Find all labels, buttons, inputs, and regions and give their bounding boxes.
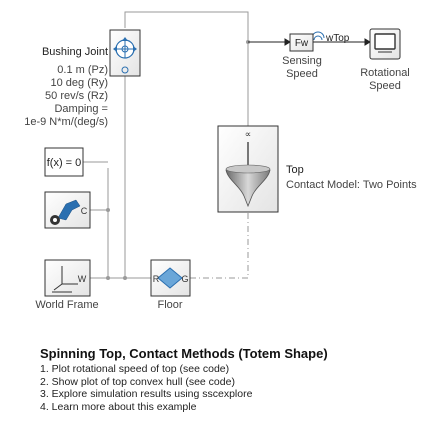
floor-diamond-icon xyxy=(157,267,183,289)
description-title: Spinning Top, Contact Methods (Totem Sha… xyxy=(40,346,328,361)
signal-logging-icon xyxy=(311,31,325,41)
world-frame-block[interactable]: W xyxy=(44,259,91,297)
sensing-speed-label-line2: Speed xyxy=(286,68,318,80)
floor-port-r-label: R xyxy=(153,274,160,284)
bushing-param-pz: 0.1 m (Pz) xyxy=(57,64,108,76)
solver-configuration-block[interactable]: f(x) = 0 xyxy=(44,147,84,177)
bushing-param-rz: 50 rev/s (Rz) xyxy=(45,90,108,102)
sensing-icon-text: Fw xyxy=(295,38,309,49)
description-item-learn-more[interactable]: 4. Learn more about this example xyxy=(40,400,197,413)
world-port-label: W xyxy=(78,274,87,284)
rotational-speed-label-line2: Speed xyxy=(369,80,401,92)
top-label: Top xyxy=(286,164,304,176)
robot-arm-icon xyxy=(57,199,81,221)
world-frame-label: World Frame xyxy=(35,299,99,311)
config-port-label: C xyxy=(81,206,88,216)
floor-block[interactable]: R G xyxy=(150,259,191,297)
rotational-speed-label-line1: Rotational xyxy=(360,67,410,79)
mechanism-configuration-block[interactable]: C xyxy=(44,191,91,229)
signal-label-wtop: wTop xyxy=(326,33,350,44)
bushing-param-damping: Damping = xyxy=(54,103,108,115)
bushing-param-ry: 10 deg (Ry) xyxy=(50,77,108,89)
description-item-explore[interactable]: 3. Explore simulation results using ssce… xyxy=(40,388,253,400)
bushing-to-top-line xyxy=(124,11,249,126)
floor-to-top-line xyxy=(190,212,249,279)
bushing-joint-label: Bushing Joint xyxy=(41,46,108,58)
gear-icon xyxy=(50,215,60,225)
top-body-block[interactable]: ∝ xyxy=(217,125,279,213)
bushing-joint-block[interactable] xyxy=(109,29,141,77)
description-item-plot-speed[interactable]: 1. Plot rotational speed of top (see cod… xyxy=(40,363,230,375)
bushing-param-damping-value: 1e-9 N*m/(deg/s) xyxy=(24,116,108,128)
solver-text: f(x) = 0 xyxy=(47,157,82,169)
rotational-speed-scope-block[interactable] xyxy=(369,28,401,60)
floor-port-g-label: G xyxy=(181,274,188,284)
signal-lines xyxy=(248,38,371,46)
top-port-icon: ∝ xyxy=(245,129,251,139)
sensing-speed-label-line1: Sensing xyxy=(282,55,322,67)
scope-icon xyxy=(374,33,396,50)
connection-lines xyxy=(83,11,249,279)
description-item-plot-hull[interactable]: 2. Show plot of top convex hull (see cod… xyxy=(40,375,235,388)
top-contact-model-label: Contact Model: Two Points xyxy=(286,179,417,191)
sensing-speed-block[interactable]: Fw xyxy=(289,33,314,52)
world-axes-icon xyxy=(52,266,78,293)
model-description: Spinning Top, Contact Methods (Totem Sha… xyxy=(40,346,328,413)
spinning-top-icon xyxy=(225,142,271,208)
floor-label: Floor xyxy=(157,299,183,311)
